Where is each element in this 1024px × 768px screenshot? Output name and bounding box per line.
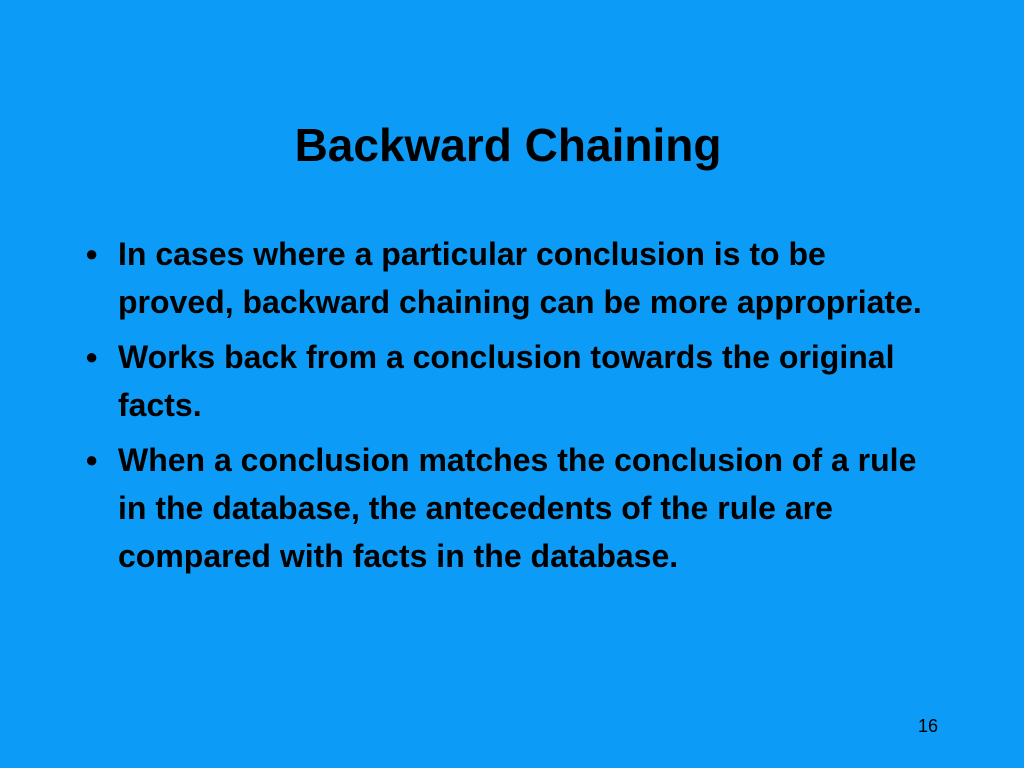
bullet-item: ● Works back from a conclusion towards t… [80, 333, 940, 429]
bullet-item: ● When a conclusion matches the conclusi… [80, 436, 940, 580]
bullet-list: ● In cases where a particular conclusion… [80, 230, 940, 587]
bullet-item: ● In cases where a particular conclusion… [80, 230, 940, 326]
bullet-text: In cases where a particular conclusion i… [118, 236, 922, 320]
page-number: 16 [917, 716, 938, 736]
bullet-text: Works back from a conclusion towards the… [118, 339, 895, 423]
bullet-text: When a conclusion matches the conclusion… [118, 442, 917, 574]
bullet-icon: ● [85, 241, 99, 266]
bullet-icon: ● [85, 447, 99, 472]
bullet-icon: ● [85, 344, 99, 369]
slide-title: Backward Chaining [294, 119, 722, 171]
